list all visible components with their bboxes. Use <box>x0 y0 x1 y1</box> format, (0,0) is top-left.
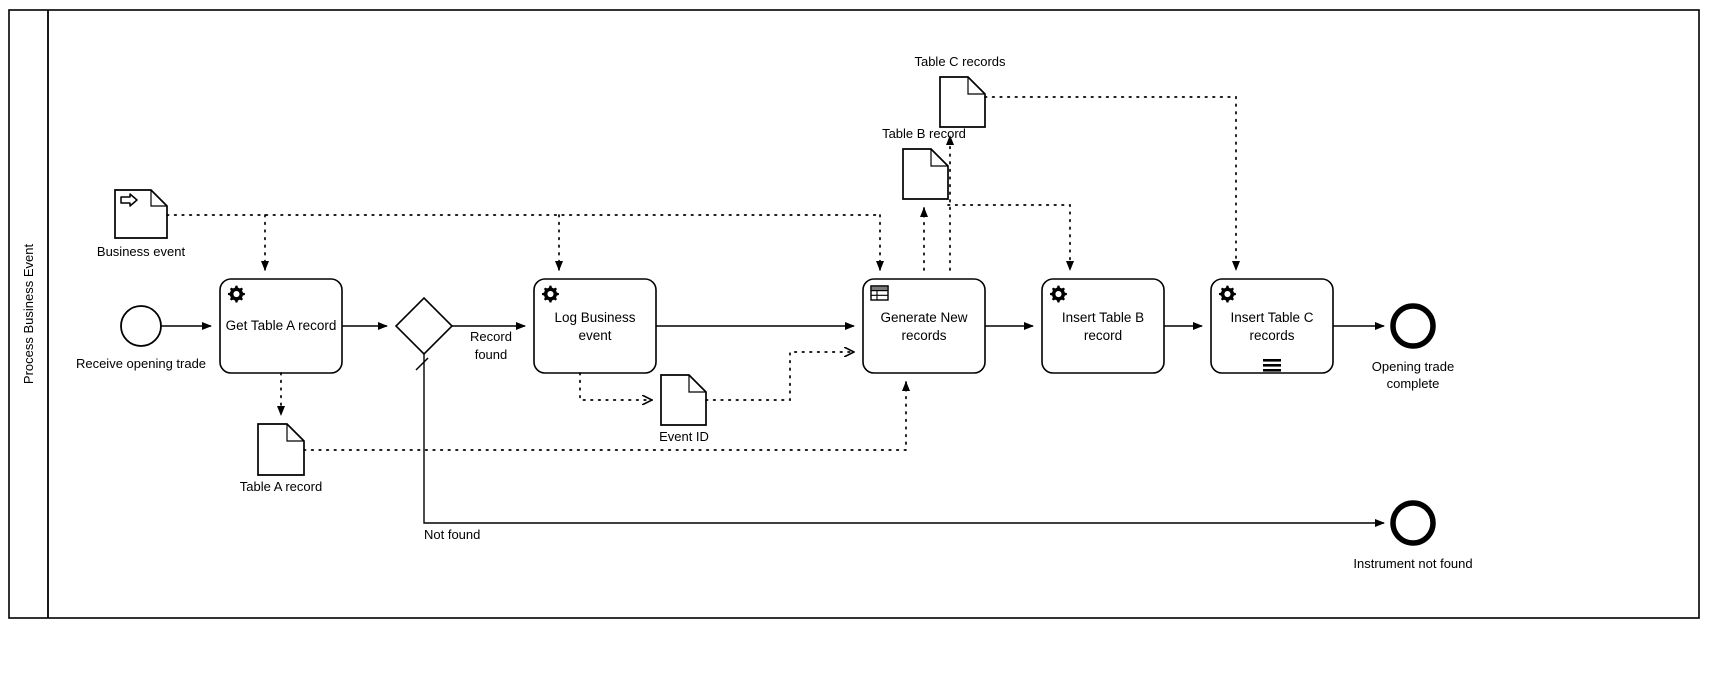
data-object-table-a-record[interactable]: Table A record <box>240 423 322 494</box>
task-generate-new-records-label-line2: records <box>901 328 946 343</box>
task-insert-table-c-label-line1: Insert Table C <box>1230 310 1313 325</box>
task-insert-table-b-label-line1: Insert Table B <box>1062 310 1144 325</box>
task-log-business-event-label-line1: Log Business <box>554 310 635 325</box>
task-insert-table-c-label-line2: records <box>1249 328 1294 343</box>
flow-label-record-found-line1: Record <box>470 329 512 344</box>
data-object-business-event[interactable]: Business event <box>97 189 186 259</box>
task-log-business-event-label-line2: event <box>578 328 611 343</box>
data-input-arrow-icon <box>120 193 138 207</box>
data-object-table-a-record-label: Table A record <box>240 479 322 494</box>
flow-label-not-found: Not found <box>424 527 480 542</box>
assoc-table-c-records-to-insert-c <box>984 96 1240 271</box>
assoc-table-b-record-to-insert-b <box>947 204 1074 271</box>
assoc-table-a-record-to-generate <box>303 381 910 451</box>
start-event-label: Receive opening trade <box>76 356 206 371</box>
task-generate-new-records-label-line1: Generate New <box>880 310 967 325</box>
task-get-table-a-record-label: Get Table A record <box>226 318 337 333</box>
data-object-table-c-records-label: Table C records <box>914 54 1006 69</box>
task-log-business-event[interactable]: Log Business event <box>533 278 657 374</box>
task-generate-new-records[interactable]: Generate New records <box>862 278 986 374</box>
assoc-event-id-to-generate <box>705 352 854 401</box>
default-flow-marker-icon <box>415 357 429 371</box>
data-object-business-event-label: Business event <box>97 244 186 259</box>
data-object-event-id-label: Event ID <box>659 429 709 444</box>
task-get-table-a-record[interactable]: Get Table A record <box>219 278 343 374</box>
data-object-table-b-record[interactable]: Table B record <box>882 126 966 200</box>
end-event-opening-trade-label-line2: complete <box>1387 376 1440 391</box>
end-event-opening-trade-complete[interactable]: Opening trade complete <box>1372 303 1454 391</box>
data-object-table-b-record-label: Table B record <box>882 126 966 141</box>
data-object-table-c-records[interactable]: Table C records <box>914 54 1006 128</box>
business-rule-task-icon <box>870 285 889 301</box>
data-object-event-id[interactable]: Event ID <box>659 374 709 444</box>
pool-label: Process Business Event <box>21 244 36 385</box>
sequence-flows <box>161 322 1385 527</box>
multi-instance-sequential-marker-icon <box>1263 359 1281 372</box>
flow-label-record-found-line2: found <box>475 347 508 362</box>
data-associations <box>166 96 1240 451</box>
assoc-log-business-event-to-event-id <box>579 372 652 400</box>
start-event-receive-opening-trade[interactable]: Receive opening trade <box>76 305 206 371</box>
task-insert-table-c-records[interactable]: Insert Table C records <box>1210 278 1334 374</box>
end-event-instrument-not-found[interactable]: Instrument not found <box>1353 500 1473 571</box>
flow-gateway-not-found-to-end <box>423 354 1385 527</box>
task-insert-table-b-record[interactable]: Insert Table B record <box>1041 278 1165 374</box>
task-insert-table-b-label-line2: record <box>1084 328 1122 343</box>
sequence-flow-labels: Record found Not found <box>424 329 512 542</box>
end-event-instrument-not-found-label: Instrument not found <box>1353 556 1472 571</box>
end-event-opening-trade-label-line1: Opening trade <box>1372 359 1454 374</box>
